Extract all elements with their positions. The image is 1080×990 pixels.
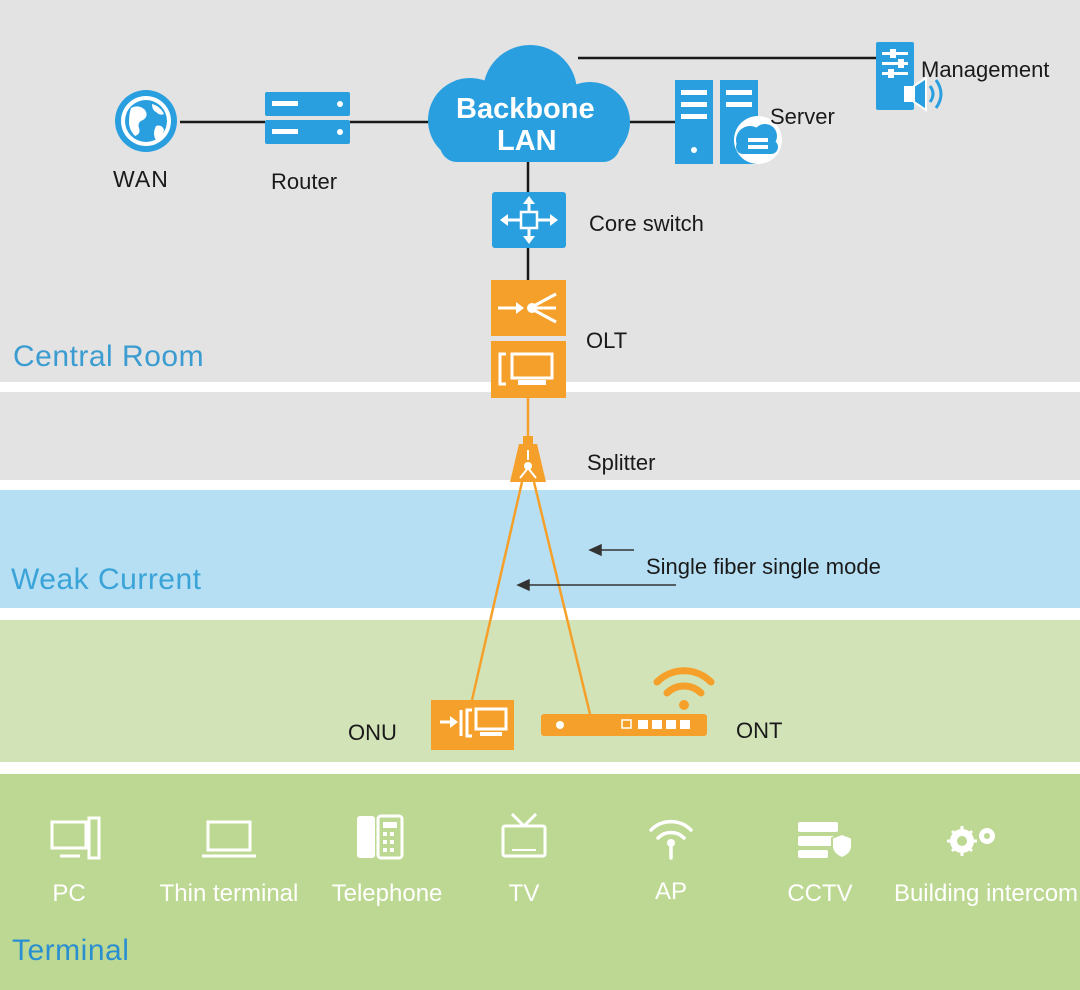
onu-label: ONU bbox=[348, 720, 397, 745]
tv-icon bbox=[501, 812, 547, 858]
fiber-label: Single fiber single mode bbox=[646, 554, 881, 579]
globe-icon bbox=[115, 90, 177, 152]
ont-icon bbox=[541, 714, 707, 736]
terminal-label-cctv: CCTV bbox=[787, 880, 853, 907]
telephone-icon bbox=[357, 814, 404, 860]
router-icon bbox=[265, 92, 350, 144]
thin-terminal-icon bbox=[202, 820, 256, 858]
router-label: Router bbox=[271, 169, 338, 194]
fiber-arrows bbox=[516, 543, 676, 592]
core-switch-icon bbox=[492, 192, 566, 248]
olt-label: OLT bbox=[586, 328, 628, 353]
server-icon bbox=[675, 80, 782, 164]
splitter-icon bbox=[510, 436, 546, 482]
management-icon bbox=[876, 42, 943, 112]
onu-band bbox=[0, 620, 1080, 762]
terminal-label-ap: AP bbox=[654, 878, 688, 905]
cctv-icon bbox=[798, 822, 853, 860]
zone-terminal: Terminal bbox=[12, 934, 130, 967]
ont-label: ONT bbox=[736, 718, 783, 743]
pc-icon bbox=[50, 816, 101, 860]
backbone-label: Backbone bbox=[456, 93, 595, 125]
terminal-label-building-intercom: Building intercom bbox=[893, 880, 1079, 907]
splitter-label: Splitter bbox=[587, 450, 656, 475]
zone-weak-current: Weak Current bbox=[11, 563, 202, 596]
terminal-label-telephone: Telephone bbox=[331, 880, 443, 907]
core-switch-label: Core switch bbox=[589, 211, 704, 236]
terminal-band bbox=[0, 774, 1080, 990]
building-intercom-icon bbox=[947, 826, 995, 856]
server-label: Server bbox=[770, 104, 835, 129]
onu-icon bbox=[431, 700, 514, 750]
connection-lines bbox=[180, 56, 876, 280]
zone-central-room: Central Room bbox=[13, 340, 205, 373]
wifi-icon bbox=[653, 667, 715, 710]
ap-icon bbox=[649, 819, 693, 860]
terminal-label-tv: TV bbox=[508, 880, 540, 907]
cloud-icon bbox=[428, 45, 630, 162]
terminal-label-pc: PC bbox=[52, 880, 86, 907]
olt-icon bbox=[491, 280, 566, 398]
management-label: Management bbox=[921, 57, 1050, 82]
fiber-lines bbox=[470, 398, 592, 715]
terminal-label-thin-terminal: Thin terminal bbox=[159, 880, 299, 907]
lan-label: LAN bbox=[497, 125, 557, 157]
wan-label: WAN bbox=[113, 166, 169, 192]
